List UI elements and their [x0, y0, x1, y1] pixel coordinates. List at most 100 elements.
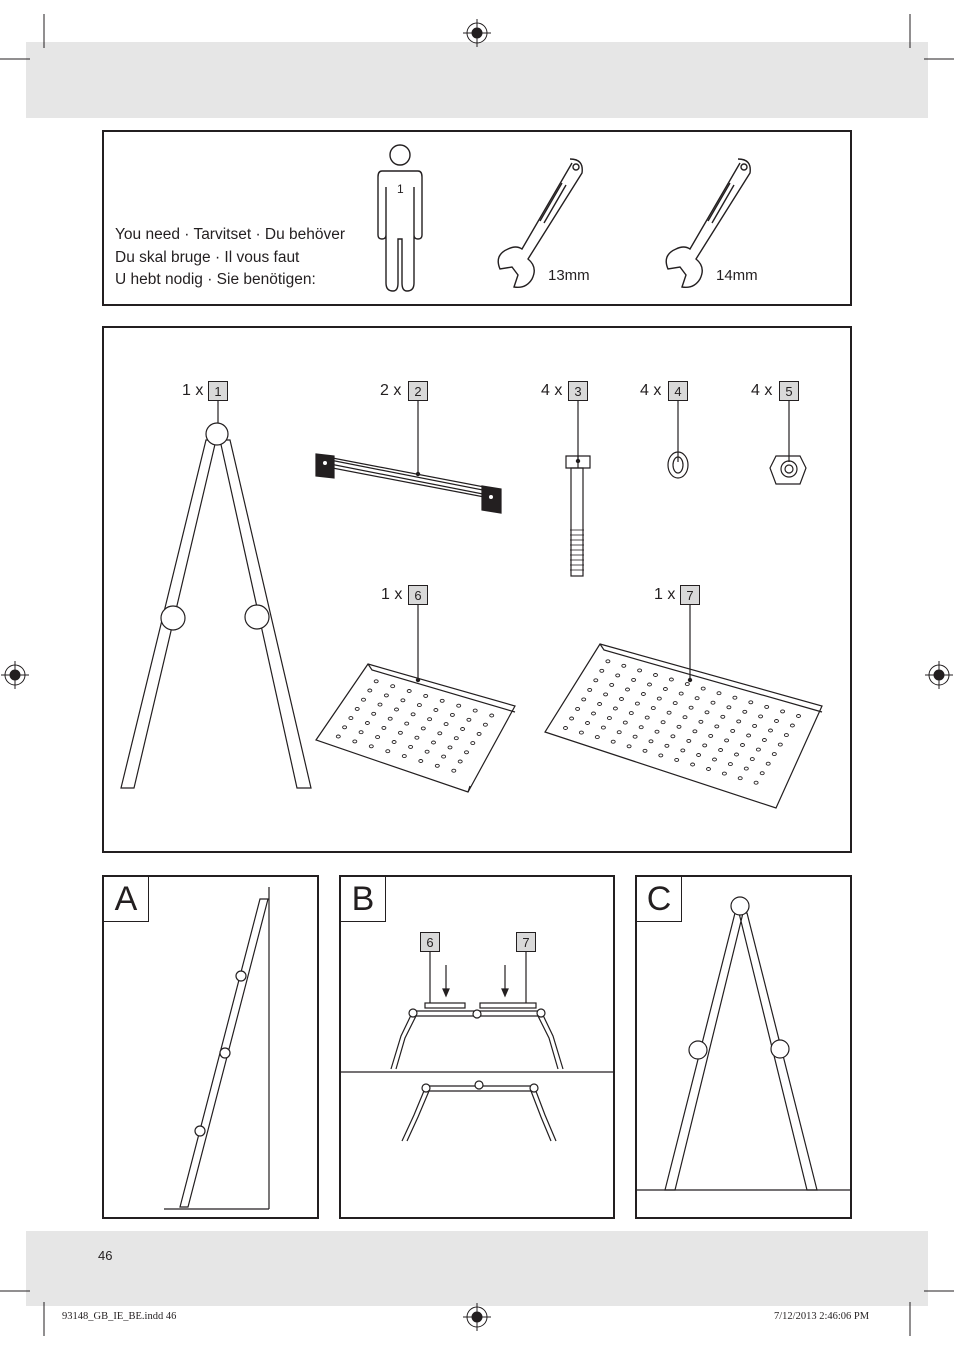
platform-hole	[640, 692, 646, 696]
platform-hole	[743, 766, 749, 771]
platform-hole	[456, 703, 462, 708]
platform-hole	[688, 705, 694, 710]
platform-hole	[416, 703, 422, 708]
platform-hole	[670, 734, 676, 739]
platform-hole	[718, 748, 724, 752]
part-5-number: 5	[779, 381, 799, 401]
platform-hole	[387, 716, 393, 721]
platform-hole	[759, 771, 765, 776]
part-6-number: 6	[408, 585, 428, 605]
header-band	[26, 42, 928, 118]
platform-hole	[777, 742, 783, 747]
part-4-number: 4	[668, 381, 688, 401]
platform-hole	[472, 708, 478, 713]
platform-hole	[619, 697, 624, 701]
step-b-panel	[339, 875, 615, 1219]
slug-datetime: 7/12/2013 2:46:06 PM	[774, 1311, 870, 1322]
part-4-qty: 4 x	[640, 382, 662, 399]
platform-hole	[400, 698, 406, 703]
platform-hole	[361, 697, 366, 702]
platform-hole	[449, 712, 455, 717]
platform-hole	[406, 689, 412, 693]
platform-hole	[748, 700, 754, 705]
platform-hole	[714, 724, 720, 729]
platform-hole	[721, 771, 727, 776]
part-2-qty: 2 x	[380, 382, 402, 399]
platform-hole	[587, 687, 593, 692]
registration-mark-left	[1, 661, 29, 689]
platform-hole	[489, 713, 495, 718]
platform-hole	[724, 738, 730, 743]
tools-needed-text: You need · Tarvitset · Du behöver Du ska…	[115, 224, 345, 292]
platform-hole	[625, 687, 630, 692]
platform-hole	[609, 682, 615, 687]
platform-hole	[706, 767, 711, 771]
platform-hole	[622, 720, 628, 725]
platform-hole	[612, 706, 618, 711]
platform-hole	[755, 747, 761, 752]
platform-hole	[720, 714, 726, 719]
platform-hole	[668, 677, 674, 682]
large-platform-holes	[563, 659, 801, 785]
platform-hole	[674, 757, 680, 762]
part-6-qty: 1 x	[381, 586, 403, 603]
wrench-14mm-icon	[665, 158, 751, 289]
platform-hole	[656, 696, 662, 701]
step-b-callout-7: 7	[516, 932, 536, 952]
platform-hole	[431, 740, 436, 745]
platform-hole	[658, 753, 664, 758]
part-1-number: 1	[208, 381, 228, 401]
tools-line-2: Du skal bruge · Il vous faut	[115, 248, 300, 266]
platform-hole	[734, 752, 739, 757]
platform-hole	[704, 710, 710, 715]
platform-hole	[774, 719, 779, 723]
platform-hole	[364, 721, 370, 725]
platform-hole	[563, 726, 568, 730]
platform-hole	[690, 762, 696, 767]
platform-hole	[457, 759, 463, 764]
platform-hole	[696, 753, 702, 757]
platform-hole	[726, 705, 732, 710]
platform-hole	[616, 730, 622, 735]
platform-hole	[682, 715, 688, 720]
nut-drawing	[769, 455, 807, 485]
platform-hole	[354, 706, 360, 711]
platform-hole	[460, 727, 466, 731]
platform-hole	[736, 719, 742, 724]
platform-hole	[742, 709, 748, 714]
platform-hole	[676, 724, 682, 729]
platform-hole	[789, 723, 795, 728]
platform-hole	[626, 744, 632, 749]
platform-hole	[367, 688, 373, 693]
platform-hole	[727, 762, 733, 767]
platform-hole	[585, 721, 590, 725]
platform-hole	[710, 700, 716, 705]
platform-hole	[443, 722, 449, 727]
platform-hole	[768, 728, 773, 733]
platform-hole	[581, 697, 587, 702]
platform-hole	[470, 741, 476, 746]
platform-hole	[650, 706, 656, 711]
wrench-13mm-label: 13mm	[548, 267, 590, 284]
platform-hole	[593, 678, 599, 683]
step-a-drawing	[164, 887, 270, 1210]
platform-hole	[746, 733, 752, 738]
platform-hole	[634, 701, 640, 706]
platform-hole	[599, 668, 605, 673]
person-icon	[377, 144, 423, 292]
platform-hole	[420, 726, 426, 731]
step-a-letter: A	[104, 877, 149, 922]
platform-hole	[712, 757, 717, 762]
platform-hole	[451, 768, 457, 773]
slug-file: 93148_GB_IE_BE.indd 46	[62, 1311, 177, 1322]
platform-hole	[740, 743, 745, 747]
platform-hole	[783, 733, 789, 738]
part-7-qty: 1 x	[654, 586, 676, 603]
platform-hole	[680, 748, 686, 753]
platform-hole	[575, 706, 581, 711]
platform-hole	[482, 722, 488, 727]
part-2-number: 2	[408, 381, 428, 401]
platform-hole	[342, 725, 348, 730]
parts-panel	[102, 326, 852, 853]
